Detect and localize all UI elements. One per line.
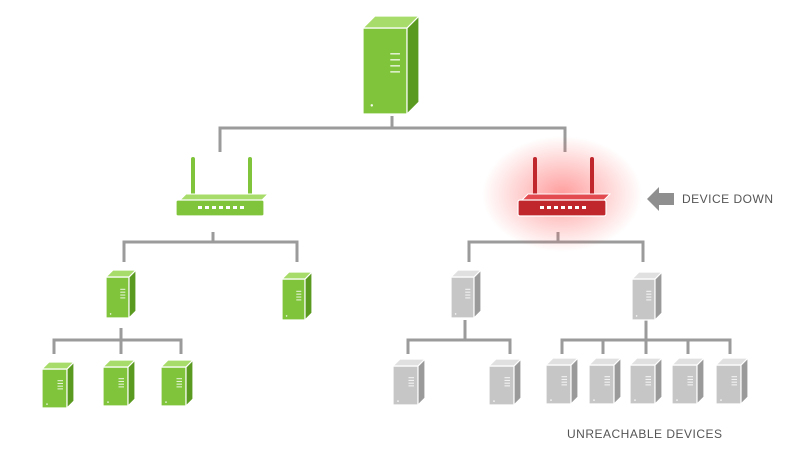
right-b-child-5-server-icon xyxy=(714,356,750,406)
network-nodes xyxy=(40,14,750,410)
device-down-label: DEVICE DOWN xyxy=(682,192,774,206)
router-right-router-icon xyxy=(482,136,642,252)
right-server-b-server-icon xyxy=(630,270,664,322)
unreachable-devices-label: UNREACHABLE DEVICES xyxy=(567,427,723,441)
right-b-child-3-server-icon xyxy=(628,356,664,406)
connection-lines xyxy=(52,116,732,354)
right-a-child-2-server-icon xyxy=(487,357,523,407)
link-router-left-branch xyxy=(122,240,299,262)
arrow-left-icon xyxy=(647,187,674,211)
right-b-child-2-server-icon xyxy=(587,356,623,406)
left-server-a-server-icon xyxy=(104,268,138,320)
left-a-child-2-server-icon xyxy=(101,358,137,408)
router-left-router-icon xyxy=(175,157,270,217)
core-server-server-icon xyxy=(361,14,421,116)
left-a-child-3-server-icon xyxy=(159,358,195,408)
right-a-child-1-server-icon xyxy=(391,357,427,407)
right-server-a-server-icon xyxy=(449,268,483,320)
left-a-child-1-server-icon xyxy=(40,360,76,410)
link-left-a-branch xyxy=(52,338,183,354)
left-server-b-server-icon xyxy=(280,270,314,322)
right-b-child-4-server-icon xyxy=(670,356,706,406)
right-b-child-1-server-icon xyxy=(544,356,580,406)
link-right-a-branch xyxy=(406,338,512,354)
